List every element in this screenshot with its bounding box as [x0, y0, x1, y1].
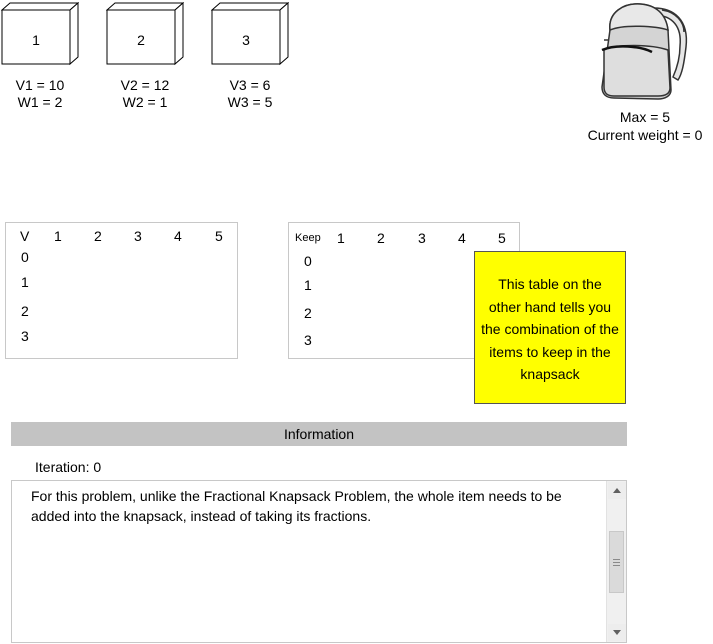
- grip-line: [613, 562, 620, 563]
- grip-line: [613, 559, 620, 560]
- keep-table-corner: Keep: [295, 232, 321, 244]
- value-table-row-header: 1: [21, 274, 29, 290]
- scroll-thumb[interactable]: [609, 531, 624, 593]
- knapsack-stats: Max = 5 Current weight = 0: [570, 108, 713, 144]
- triangle-down-icon: [613, 630, 621, 635]
- keep-table-row-header: 1: [304, 277, 312, 293]
- keep-table-row-header: 2: [304, 305, 312, 321]
- value-table-row-header: 3: [21, 328, 29, 344]
- item-3-stats: V3 = 6 W3 = 5: [210, 77, 290, 111]
- value-table-col-header: 3: [134, 228, 142, 244]
- item-weight: W2 = 1: [122, 94, 168, 110]
- item-2-stats: V2 = 12 W2 = 1: [105, 77, 185, 111]
- item-value: V2 = 12: [120, 77, 170, 93]
- vertical-scrollbar[interactable]: [606, 481, 626, 642]
- keep-table-row-header: 3: [304, 332, 312, 348]
- item-value: V3 = 6: [229, 77, 271, 93]
- value-table-col-header: 5: [215, 228, 223, 244]
- item-box-label: 1: [32, 32, 40, 48]
- keep-table-col-header: 4: [458, 230, 466, 246]
- item-value: V1 = 10: [15, 77, 65, 93]
- information-textarea[interactable]: For this problem, unlike the Fractional …: [11, 480, 627, 643]
- value-table-row-header: 0: [21, 249, 29, 265]
- value-table-row-header: 2: [21, 303, 29, 319]
- value-table-col-header: 4: [174, 228, 182, 244]
- value-table-col-header: 2: [94, 228, 102, 244]
- scroll-down-button[interactable]: [608, 624, 626, 641]
- backpack-icon: [594, 2, 694, 102]
- keep-table-col-header: 3: [418, 230, 426, 246]
- value-table-col-header: 1: [54, 228, 62, 244]
- item-box-label: 2: [137, 32, 145, 48]
- keep-table-row-header: 0: [304, 253, 312, 269]
- iteration-counter: Iteration: 0: [35, 459, 102, 475]
- value-table-corner: V: [20, 228, 30, 244]
- keep-table-col-header: 1: [337, 230, 345, 246]
- information-message: For this problem, unlike the Fractional …: [31, 488, 562, 524]
- item-1-stats: V1 = 10 W1 = 2: [0, 77, 80, 111]
- item-weight: W3 = 5: [227, 94, 273, 110]
- tooltip-note: This table on the other hand tells you t…: [474, 251, 626, 404]
- item-box-2: 2: [106, 2, 184, 66]
- item-weight: W1 = 2: [17, 94, 63, 110]
- item-box-1: 1: [1, 2, 79, 66]
- knapsack-current-weight: Current weight = 0: [587, 127, 703, 143]
- information-header: Information: [11, 422, 627, 446]
- item-box-3: 3: [211, 2, 289, 66]
- scroll-up-button[interactable]: [608, 482, 626, 499]
- item-box-label: 3: [242, 32, 250, 48]
- grip-line: [613, 565, 620, 566]
- value-table: V 1 2 3 4 5 0 1 2 3: [5, 222, 238, 359]
- triangle-up-icon: [613, 488, 621, 493]
- keep-table-col-header: 5: [498, 230, 506, 246]
- keep-table-col-header: 2: [377, 230, 385, 246]
- knapsack-max: Max = 5: [619, 109, 671, 125]
